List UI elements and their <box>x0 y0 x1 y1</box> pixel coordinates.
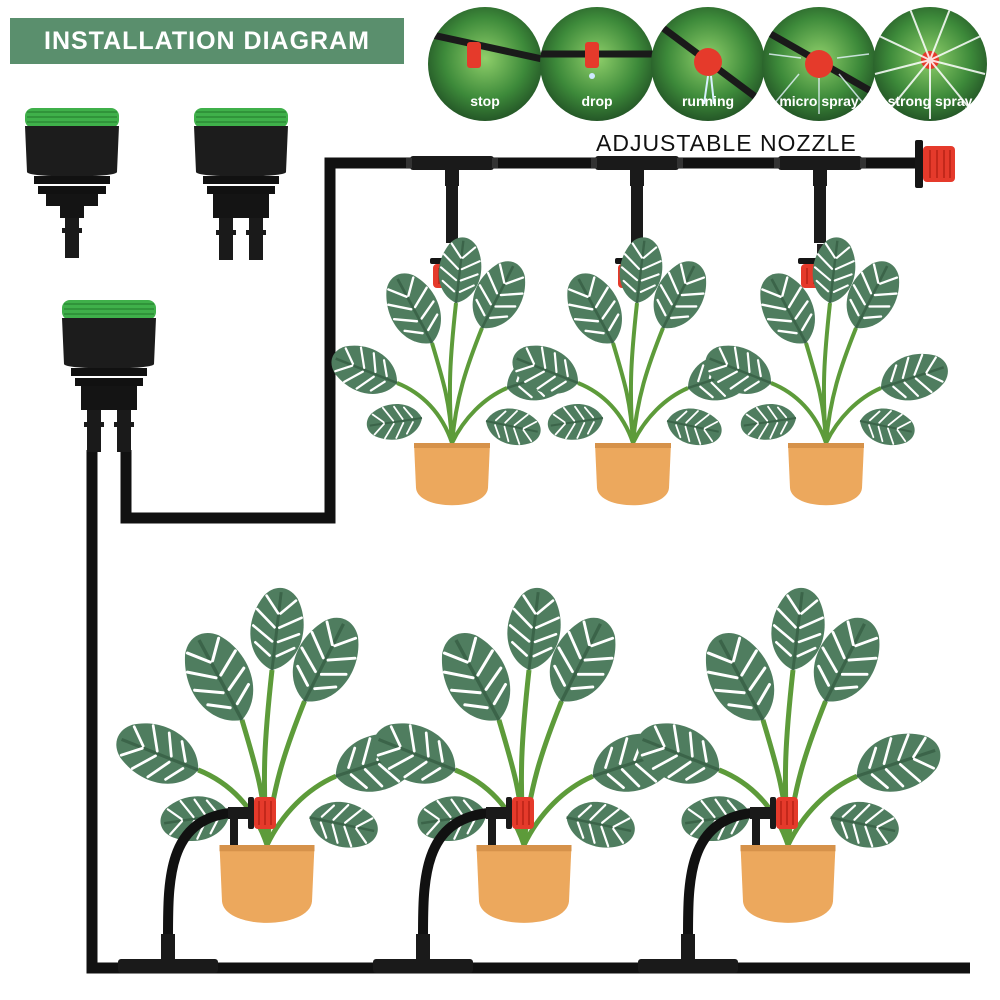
tee-connector <box>638 934 738 973</box>
page-title: INSTALLATION DIAGRAM <box>44 26 370 55</box>
end-nozzle-icon <box>923 146 955 182</box>
tee-connector <box>118 934 218 973</box>
top-line-fittings <box>406 140 955 289</box>
mode-label-micro-spray: micro spray <box>779 93 859 109</box>
title-banner: INSTALLATION DIAGRAM <box>10 18 404 64</box>
hose-adapter-single <box>24 107 120 259</box>
potted-plant-icon <box>629 586 949 923</box>
potted-plant-icon <box>365 586 685 923</box>
hose-adapter-connected <box>61 299 157 453</box>
nozzle-stop-icon: stop <box>428 7 542 121</box>
nozzle-modes: stop drop running <box>428 7 987 121</box>
adjustable-nozzle-label: ADJUSTABLE NOZZLE <box>596 130 857 156</box>
nozzle-running-icon: running <box>651 7 765 121</box>
potted-plant-icon <box>698 235 954 505</box>
mode-label-running: running <box>682 93 734 109</box>
mode-label-strong-spray: strong spray <box>888 93 973 109</box>
bottom-line-fittings <box>118 796 799 973</box>
tee-connector <box>406 156 498 186</box>
mode-label-drop: drop <box>581 93 612 109</box>
mode-label-stop: stop <box>470 93 500 109</box>
hose-adapter-double <box>193 107 289 261</box>
tee-connector <box>373 934 473 973</box>
tee-connector <box>591 156 683 186</box>
nozzle-strong-spray-icon: strong spray <box>873 7 987 121</box>
nozzle-micro-spray-icon: micro spray <box>762 7 876 121</box>
nozzle-drop-icon: drop <box>540 7 654 121</box>
tee-connector <box>774 156 866 186</box>
